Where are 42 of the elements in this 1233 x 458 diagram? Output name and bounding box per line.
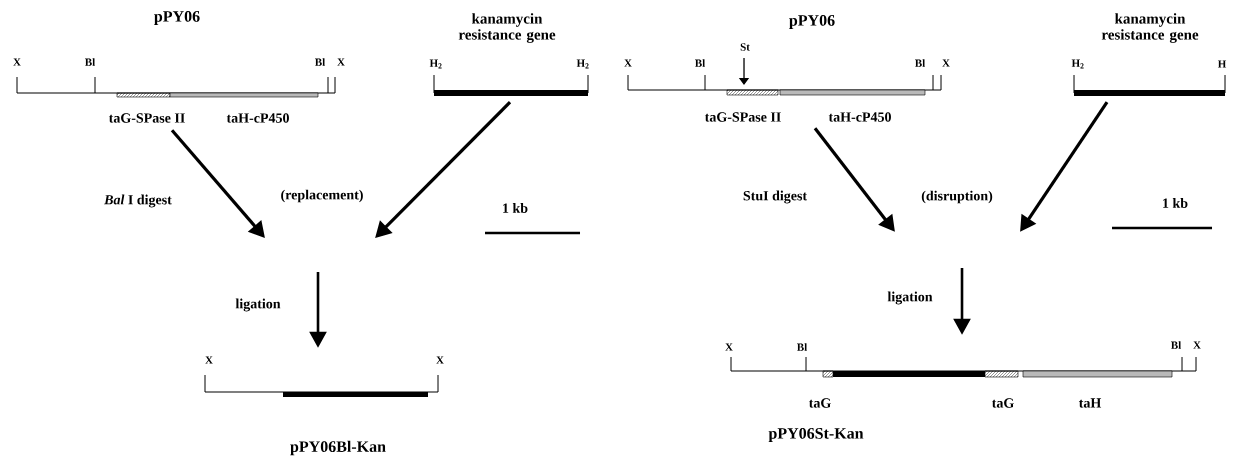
site-label: H$_{2}$ [576,59,589,69]
note-text: (replacement) [281,189,363,203]
site-label: X [624,59,632,67]
site-label: St [740,43,750,51]
gene-label: taG-SPase II [108,113,185,123]
map-title: pPY06Bl-Kan [290,440,386,456]
edge-label: ligation [886,290,934,306]
edge-label: StuI digest [741,189,809,205]
site-label: X [436,356,444,364]
scale-label: 1 kb [1163,198,1188,208]
site-label: H$_{2}$ [1071,59,1084,69]
site-label: H [1217,60,1227,68]
map-title: pPY06 [789,15,835,29]
map-title: pPY06St-Kan [768,428,864,443]
scale-label: 1 kb [503,203,528,213]
gene-label: taH-cP450 [226,113,289,123]
gene-label: taG-SPase II [704,112,781,122]
map-title: kanamycin resistance gene [458,13,556,43]
map-title: pPY06 [154,11,200,25]
site-label: Bl [695,59,705,67]
map-title: kanamycin resistance gene [1101,13,1199,43]
gene-label: taG [808,398,831,408]
arrow [375,101,512,238]
site-label: Bl [915,59,925,67]
site-label: X [13,58,21,66]
site-label: Bl [85,58,95,66]
note-text: (disruption) [921,190,993,204]
gene-label: taH-cP450 [828,112,891,122]
site-label: X [337,58,345,66]
site-label: H$_{2}$ [429,59,442,69]
site-label: Bl [1171,341,1182,349]
site-label: X [942,59,950,67]
site-label: Bl [315,58,325,66]
site-label: X [1193,341,1201,349]
site-label: X [205,356,213,364]
edge-label: ligation [234,297,282,313]
site-label: Bl [797,343,807,351]
gene-label: taH [1078,398,1102,408]
site-label: X [725,343,733,351]
gene-label: taG [991,398,1014,408]
edge-label: Bal I digest [103,193,173,209]
restriction-map-drawing [730,356,1197,378]
